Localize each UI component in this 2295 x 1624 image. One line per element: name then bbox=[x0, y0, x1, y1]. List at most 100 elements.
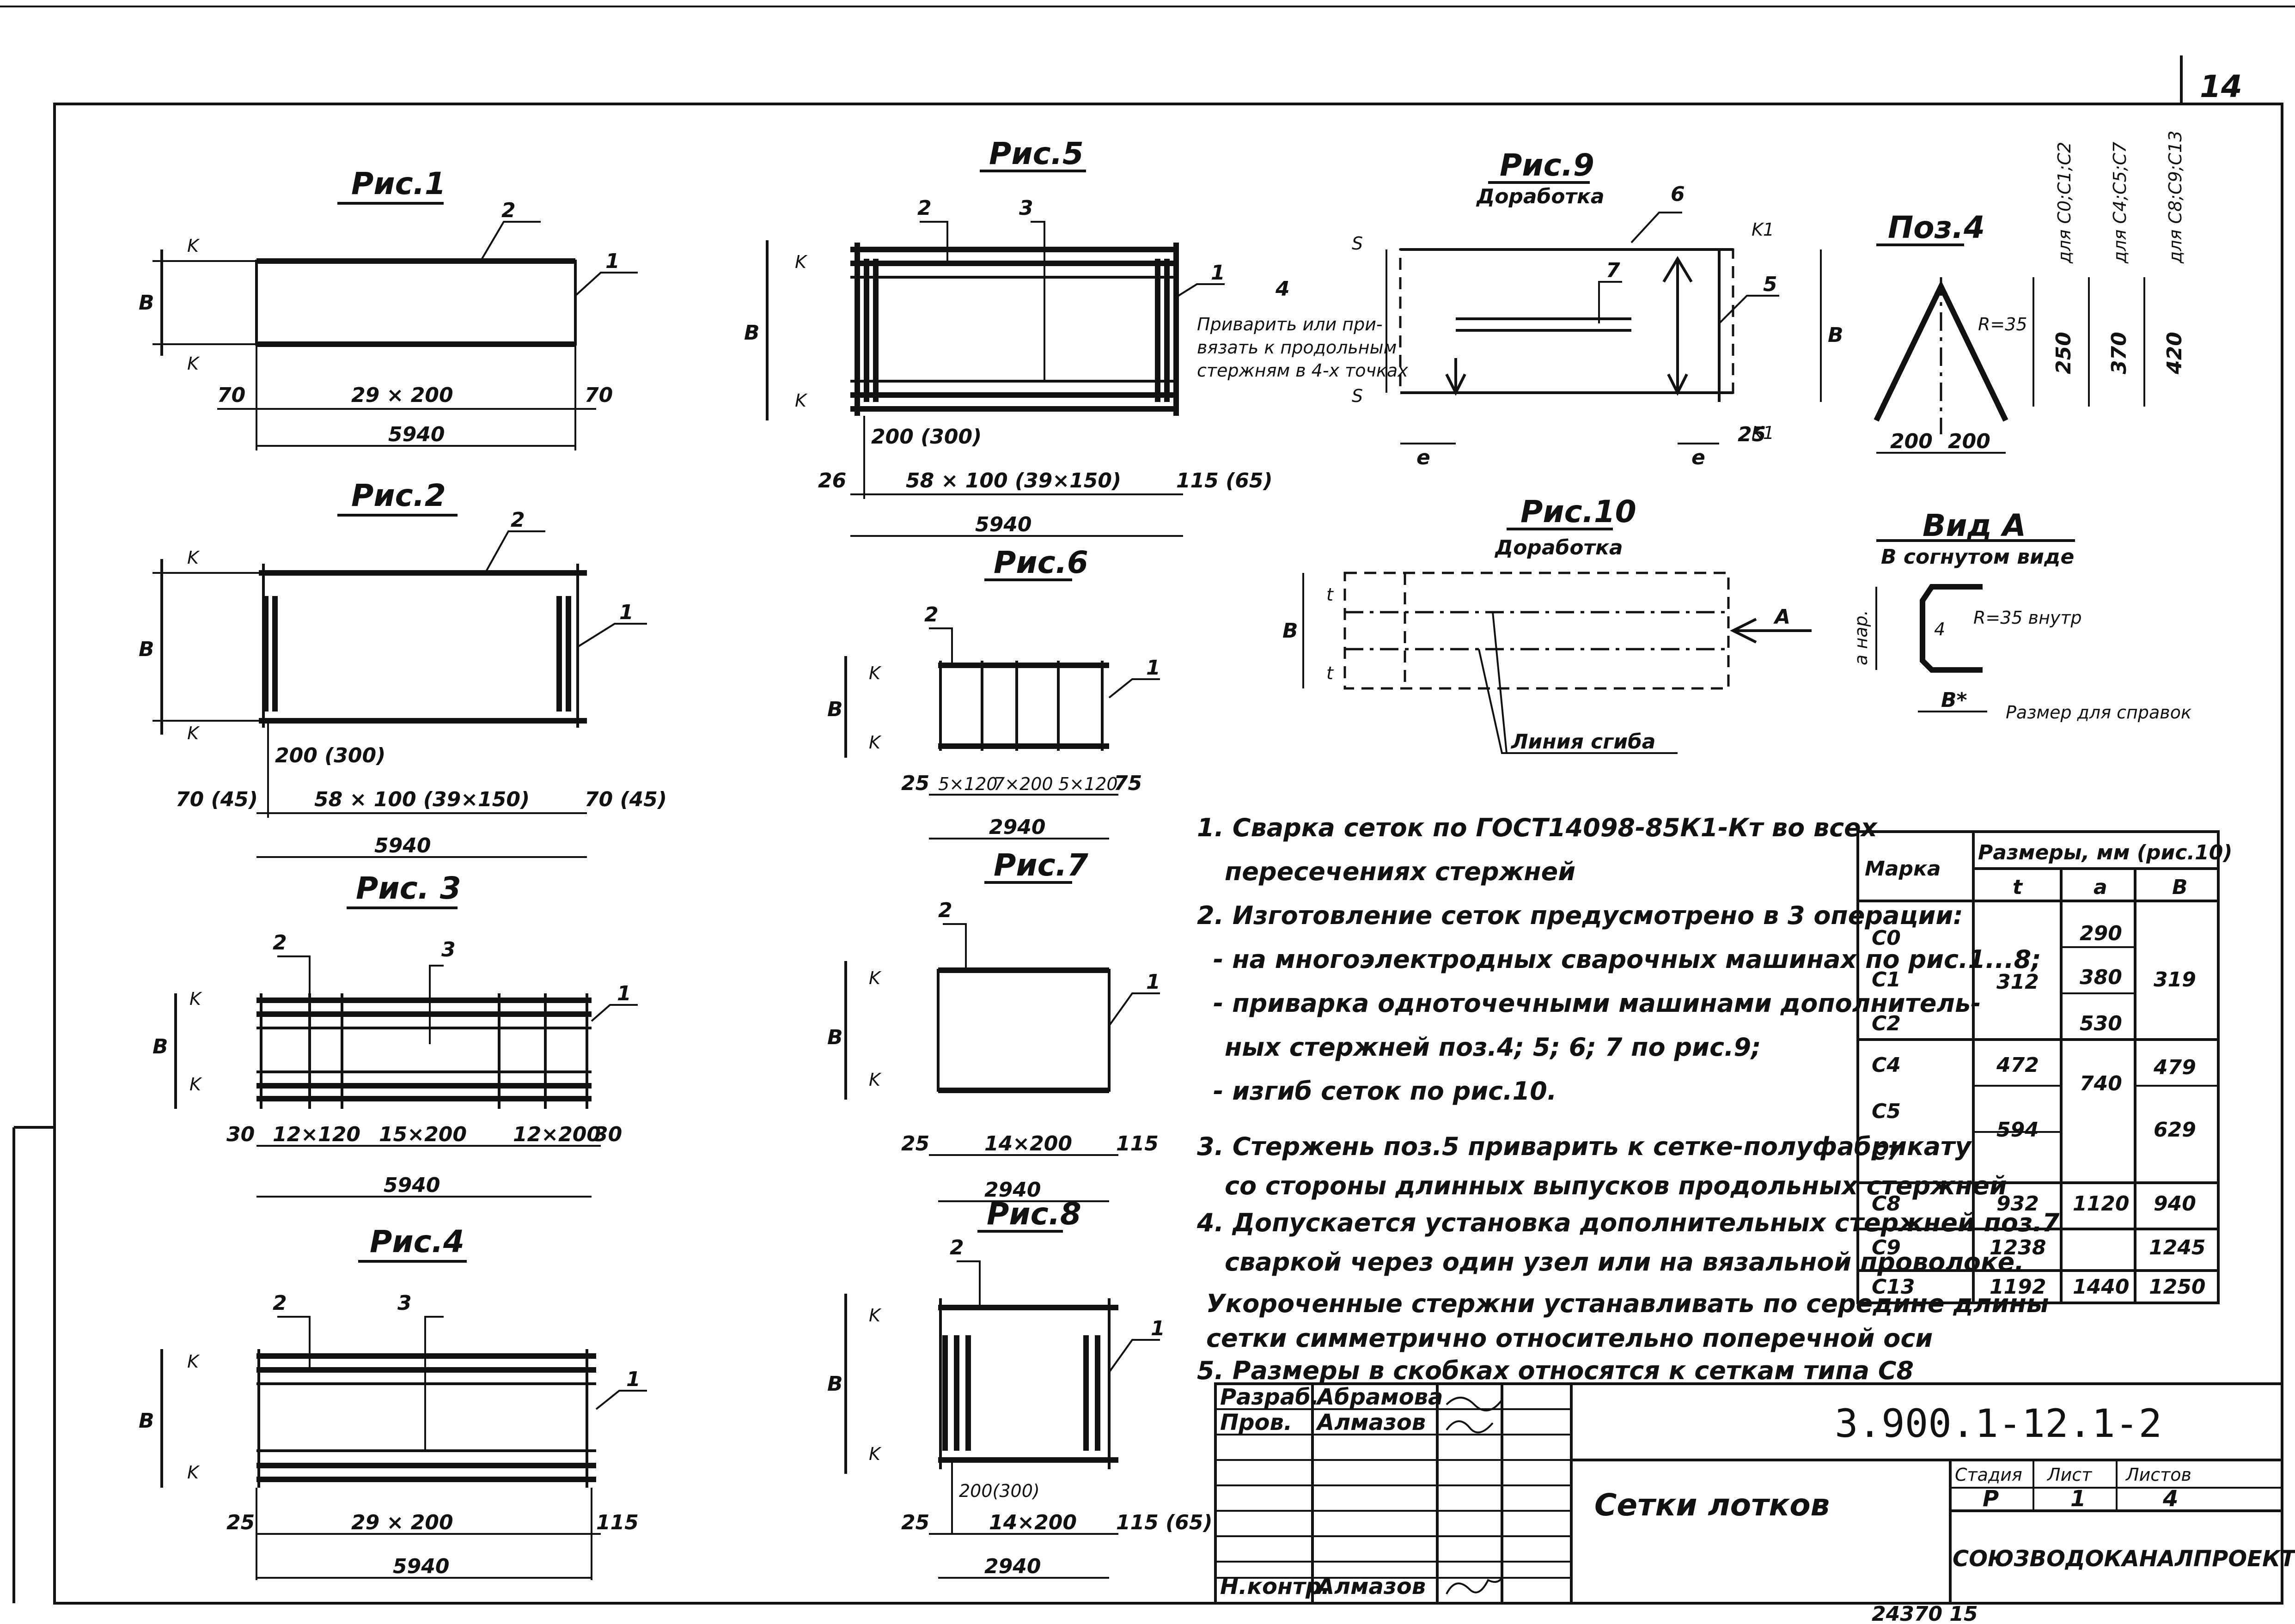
sheet-frame bbox=[53, 103, 2283, 1605]
fig2-ext: 200 (300) bbox=[275, 744, 385, 767]
table-b-629: 629 bbox=[2154, 1118, 2196, 1142]
table-t-1238: 1238 bbox=[1990, 1236, 2046, 1259]
fig1-edge-l: 70 bbox=[217, 383, 245, 407]
fig4-pos2: 2 bbox=[273, 1291, 287, 1315]
tb-norm-name: Алмазов bbox=[1315, 1574, 1426, 1600]
fig3-total: 5940 bbox=[384, 1174, 440, 1197]
fig8-ext: 200(300) bbox=[959, 1481, 1040, 1501]
fig6-edge-r: 75 bbox=[1114, 772, 1142, 795]
fig7-pitch: 14×200 bbox=[984, 1132, 1072, 1156]
fig2-k-top: K bbox=[187, 547, 200, 568]
fig4: Рис.4 B K K 2 3 1 25 29 × 200 115 5940 bbox=[139, 1224, 647, 1580]
fig3-b: B bbox=[153, 1035, 168, 1058]
signature-1 bbox=[1446, 1397, 1503, 1411]
fig8-pos2: 2 bbox=[950, 1236, 964, 1259]
fig7-edge-r: 115 bbox=[1116, 1132, 1159, 1156]
fig3-seg1: 12×120 bbox=[273, 1123, 360, 1146]
fig1-pos2: 2 bbox=[501, 199, 516, 222]
fig5-total: 5940 bbox=[975, 513, 1032, 536]
table-b-319: 319 bbox=[2154, 968, 2196, 991]
title-block: Разраб. Абрамова Пров. Алмазов Н.контр. … bbox=[1214, 1382, 2295, 1605]
table-t-312: 312 bbox=[1996, 970, 2039, 994]
table-mark-c0: C0 bbox=[1872, 926, 1901, 950]
table-h-sizes: Размеры, мм (рис.10) bbox=[1978, 841, 2232, 864]
fig3-pos2: 2 bbox=[273, 931, 287, 955]
table-t-932: 932 bbox=[1996, 1192, 2039, 1216]
tb-org: СОЮЗВОДОКАНАЛПРОЕКТ bbox=[1953, 1546, 2295, 1572]
fig7-edge-l: 25 bbox=[901, 1132, 929, 1156]
table-b-1250: 1250 bbox=[2149, 1275, 2205, 1299]
tb-designed-label: Разраб. bbox=[1220, 1384, 1319, 1410]
fig5-edge-l: 26 bbox=[818, 469, 846, 493]
fig10-subtitle: Доработка bbox=[1494, 536, 1623, 560]
fig9-k1-bot: K1 bbox=[1752, 423, 1774, 443]
fig1-k-top: K bbox=[187, 236, 200, 256]
fig1-edge-r: 70 bbox=[585, 383, 613, 407]
fig4-k-top: K bbox=[187, 1351, 200, 1372]
note-line-10: 4. Допускается установка дополнительных … bbox=[1196, 1208, 2060, 1237]
fig10-title: Рис.10 bbox=[1520, 494, 1636, 529]
fig1-b: B bbox=[139, 291, 154, 315]
fig1-total: 5940 bbox=[388, 423, 445, 446]
pos4-detail: Поз.4 R=35 200 200 250 370 420 для C0;C1… bbox=[1874, 131, 2186, 454]
table-h-mark: Марка bbox=[1865, 857, 1941, 881]
table-h-t: t bbox=[2013, 876, 2023, 899]
fig7-b: B bbox=[827, 1026, 843, 1049]
tb-designed-name: Абрамова bbox=[1315, 1384, 1443, 1410]
fig3: Рис. 3 B K K 2 3 1 30 12×120 15×200 12×2… bbox=[153, 870, 638, 1198]
fig1-title: Рис.1 bbox=[351, 166, 446, 201]
fig3-edge-l: 30 bbox=[226, 1123, 255, 1146]
fig4-b: B bbox=[139, 1409, 154, 1433]
fig1-pitch: 29 × 200 bbox=[351, 383, 453, 407]
fig2-b: B bbox=[139, 638, 154, 661]
tb-sheet: 1 bbox=[2070, 1486, 2086, 1512]
notes: 1. Сварка сеток по ГОСТ14098-85К1-Кт во … bbox=[1196, 813, 2060, 1385]
fig4-edge-r: 115 bbox=[596, 1511, 639, 1534]
table-t-594: 594 bbox=[1996, 1118, 2039, 1142]
fig5: Рис.5 B K K 2 3 1 4 Приварить или при- в… bbox=[744, 136, 1408, 537]
sheet-number: 14 bbox=[2200, 69, 2242, 104]
fig9-k1-top: K1 bbox=[1752, 219, 1774, 240]
fig9-e-right: e bbox=[1691, 446, 1705, 469]
fig1-k-bot: K bbox=[187, 353, 200, 374]
view-a-ref: Размер для справок bbox=[2006, 702, 2191, 723]
fig3-edge-r: 30 bbox=[594, 1123, 622, 1146]
signature-3 bbox=[1446, 1577, 1503, 1594]
fig4-k-bot: K bbox=[187, 1462, 200, 1483]
note-line-3: 2. Изготовление сеток предусмотрено в 3 … bbox=[1197, 901, 1963, 930]
fig9-e-left: e bbox=[1416, 446, 1430, 469]
fig8: Рис.8 B K K 2 1 200(300) 25 14×200 115 (… bbox=[827, 1196, 1213, 1579]
fig10: Рис.10 Доработка B t t A Линия сгиба bbox=[1282, 494, 1812, 754]
note-line-14: 5. Размеры в скобках относятся к сеткам … bbox=[1197, 1356, 1914, 1385]
signature-2 bbox=[1446, 1420, 1494, 1434]
fig6-k-bot: K bbox=[869, 732, 882, 753]
fig5-title: Рис.5 bbox=[989, 136, 1084, 171]
fig9-pos7: 7 bbox=[1606, 259, 1620, 282]
note-line-13: сетки симметрично относительно поперечно… bbox=[1206, 1324, 1933, 1353]
tb-sheets: 4 bbox=[2162, 1486, 2178, 1512]
pos4-h1: 250 bbox=[2052, 332, 2075, 374]
fig8-k-bot: K bbox=[869, 1444, 882, 1464]
table-mark-c5: C5 bbox=[1872, 1100, 1901, 1123]
fig5-k-top: K bbox=[795, 252, 808, 272]
fig4-title: Рис.4 bbox=[370, 1224, 464, 1259]
fig6-edge-l: 25 bbox=[901, 772, 929, 795]
fig3-seg2: 15×200 bbox=[379, 1123, 467, 1146]
fig7-k-bot: K bbox=[869, 1070, 882, 1090]
tb-checked-label: Пров. bbox=[1220, 1410, 1292, 1435]
fig6-title: Рис.6 bbox=[994, 545, 1088, 580]
fig8-edge-r: 115 (65) bbox=[1116, 1511, 1213, 1534]
fig3-pos3: 3 bbox=[441, 938, 456, 961]
fig7-title: Рис.7 bbox=[994, 847, 1088, 883]
view-a-detail: Вид А В согнутом виде R=35 внутр 4 a нар… bbox=[1851, 508, 2191, 723]
note-line-9: со стороны длинных выпусков продольных с… bbox=[1225, 1171, 2007, 1200]
fig3-seg3: 12×200 bbox=[513, 1123, 601, 1146]
bottom-note: 24370 15 bbox=[1872, 1602, 1978, 1624]
note-line-7: - изгиб сеток по рис.10. bbox=[1213, 1077, 1556, 1106]
tb-sheets-label: Листов bbox=[2125, 1465, 2191, 1485]
table-a-290: 290 bbox=[2080, 922, 2122, 945]
fig4-pos3: 3 bbox=[397, 1291, 412, 1315]
fig6-seg1: 5×120 bbox=[938, 774, 998, 794]
pos4-for1: для C0;C1;C2 bbox=[2054, 142, 2075, 264]
fig4-pitch: 29 × 200 bbox=[351, 1511, 453, 1534]
